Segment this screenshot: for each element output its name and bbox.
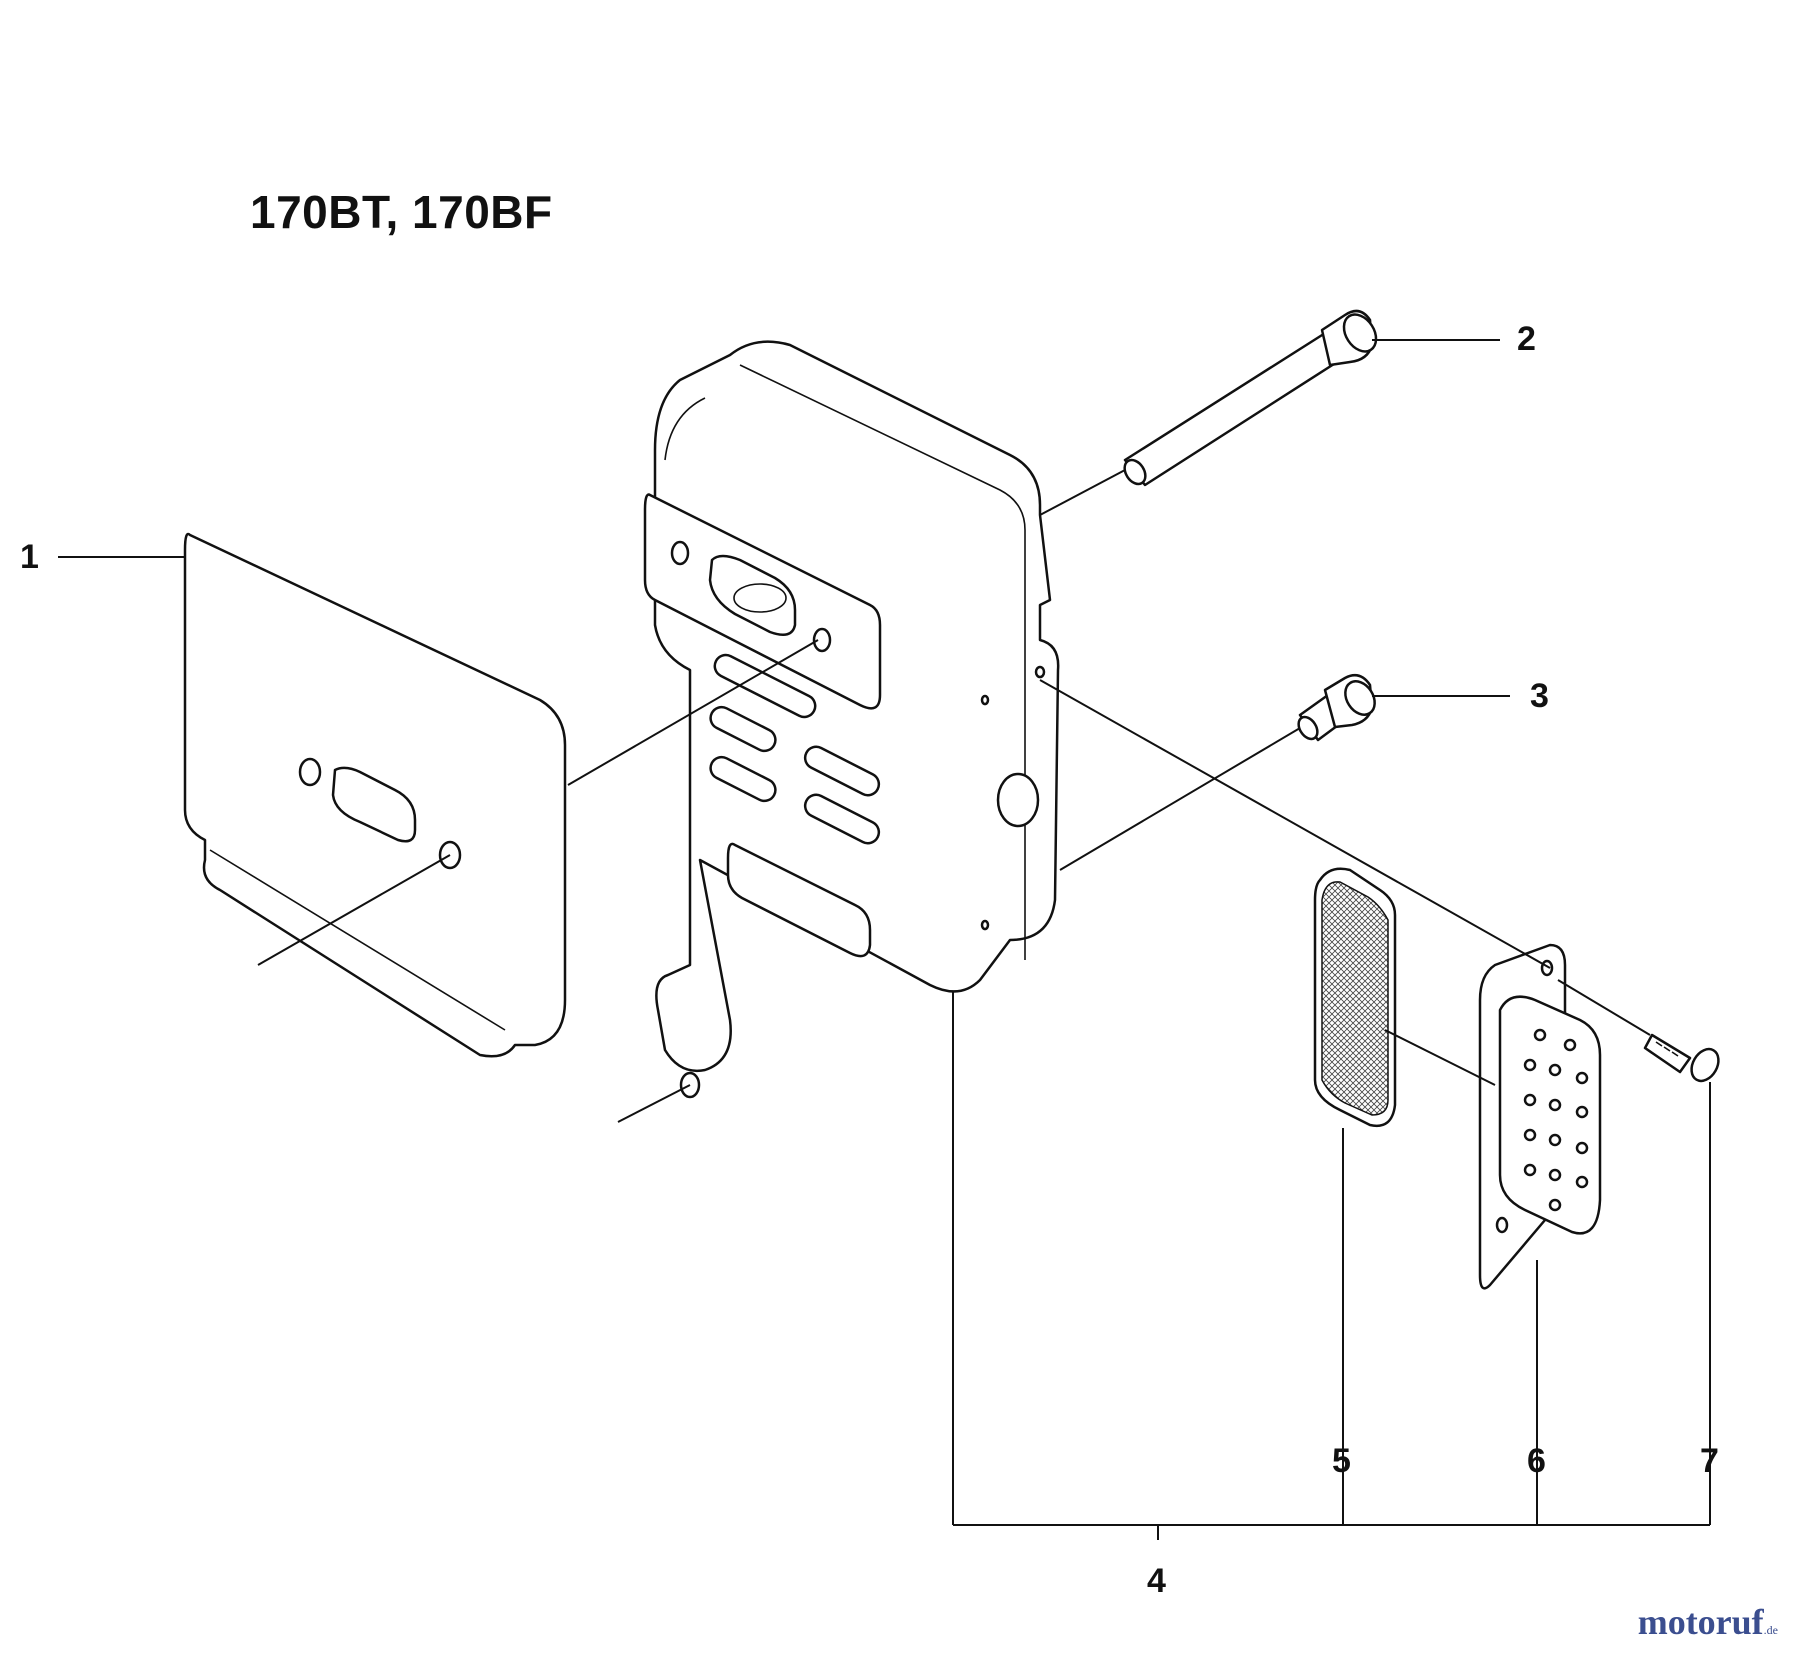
callout-4: 4 xyxy=(1147,1562,1166,1600)
part-6-cover-plate xyxy=(1478,943,1602,1290)
watermark-tld: .de xyxy=(1763,1623,1778,1637)
part-4-muffler xyxy=(643,340,1060,1099)
part-1-gasket-plate xyxy=(183,532,567,1058)
callout-1: 1 xyxy=(20,538,39,576)
watermark-name: motoruf xyxy=(1637,1602,1764,1642)
part-7-screw xyxy=(1643,1033,1720,1083)
callout-7: 7 xyxy=(1700,1442,1719,1480)
callout-3: 3 xyxy=(1530,677,1549,715)
watermark-logo: motoruf.de xyxy=(1638,1601,1778,1643)
callout-6: 6 xyxy=(1527,1442,1546,1480)
cover-plate-holes xyxy=(1523,1028,1589,1212)
diagram-title: 170BT, 170BF xyxy=(250,186,553,238)
part-2-long-bolt xyxy=(1123,309,1378,487)
part-5-spark-screen xyxy=(1313,867,1397,1128)
leader-lines xyxy=(58,339,1711,1540)
callout-5: 5 xyxy=(1332,1442,1351,1480)
part-3-short-bolt xyxy=(1297,673,1376,742)
callout-2: 2 xyxy=(1517,320,1536,358)
